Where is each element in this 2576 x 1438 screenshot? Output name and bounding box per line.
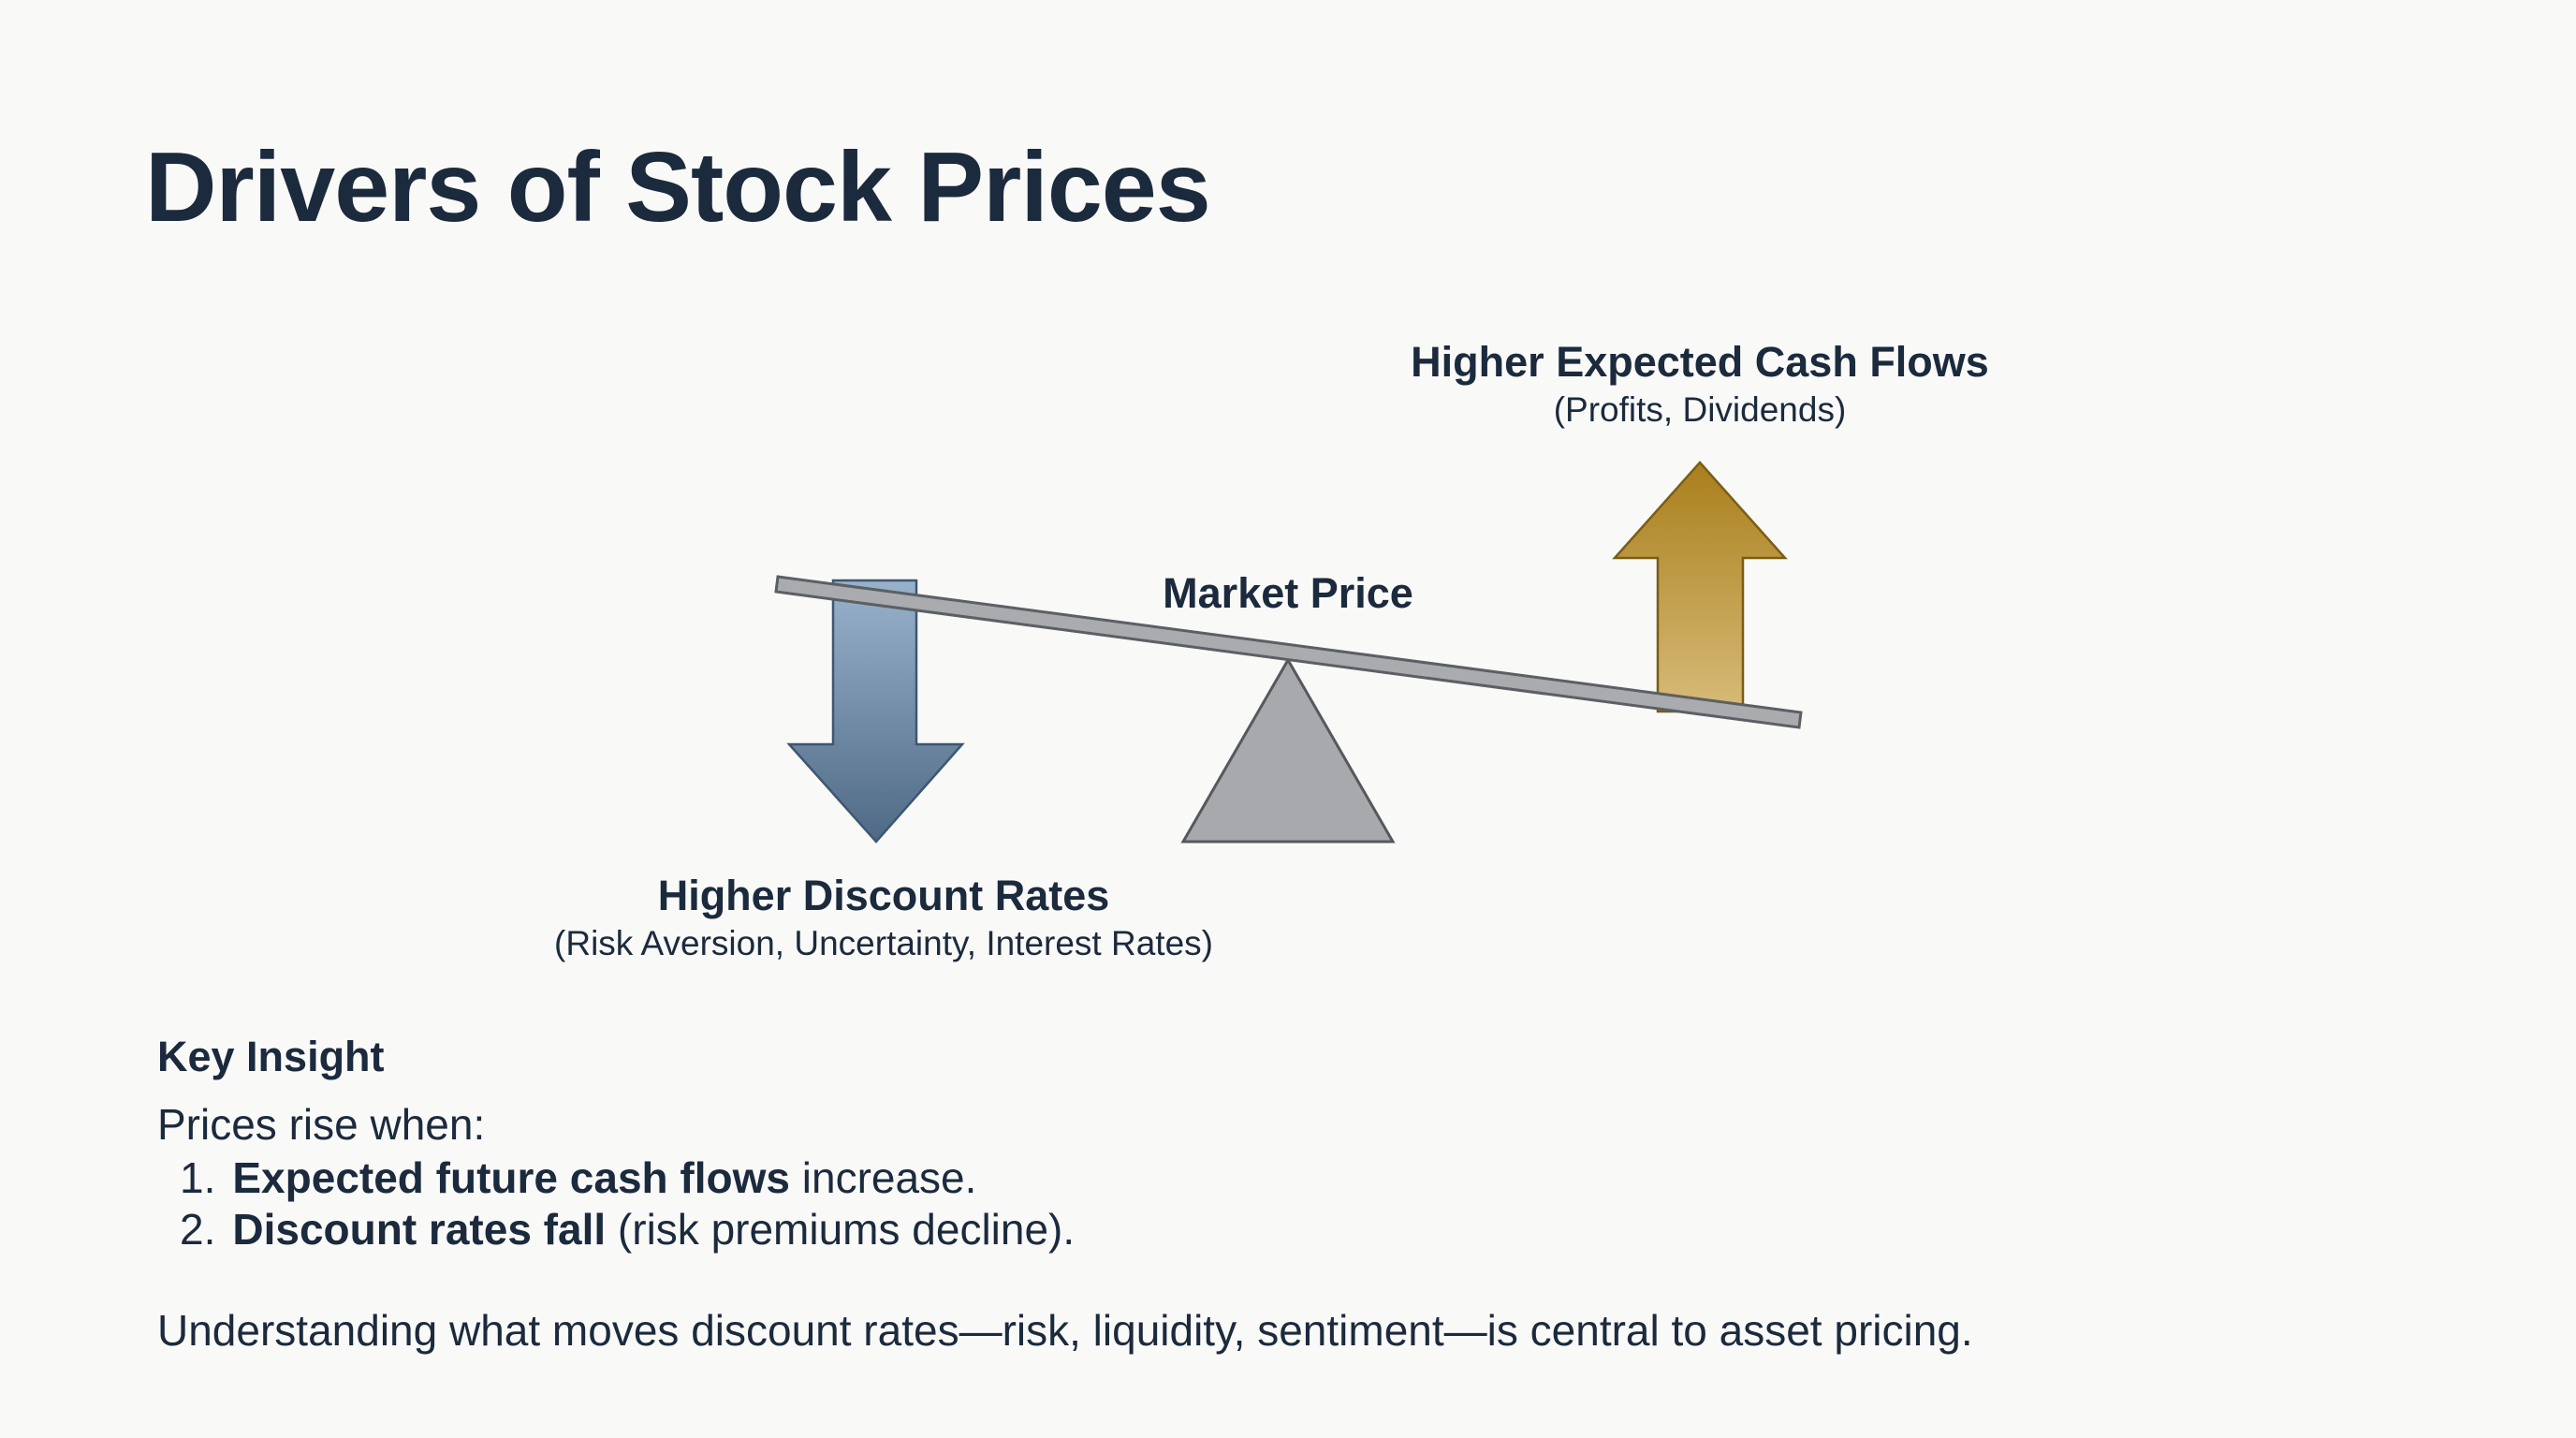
down-driver-title: Higher Discount Rates (657, 872, 1110, 919)
key-insight-heading: Key Insight (157, 1033, 385, 1080)
list-item-text: Expected future cash flows increase. (232, 1152, 976, 1204)
market-price-label: Market Price (1163, 569, 1413, 617)
up-driver-subtitle: (Profits, Dividends) (1553, 390, 1847, 429)
list-item-bold: Discount rates fall (232, 1205, 607, 1255)
arrow-up-icon (1612, 461, 1788, 713)
list-item: 1. Expected future cash flows increase. (157, 1152, 1075, 1204)
list-item-text: Discount rates fall (risk premiums decli… (232, 1204, 1075, 1255)
fulcrum-triangle-icon (1180, 656, 1396, 844)
down-driver-subtitle: (Risk Aversion, Uncertainty, Interest Ra… (554, 924, 1213, 962)
list-item-rest: (risk premiums decline). (606, 1205, 1076, 1255)
closing-statement: Understanding what moves discount rates—… (157, 1306, 1973, 1355)
arrow-down-icon (786, 579, 965, 844)
list-item-bold: Expected future cash flows (232, 1153, 790, 1203)
slide-title: Drivers of Stock Prices (145, 132, 1211, 242)
list-item: 2. Discount rates fall (risk premiums de… (157, 1204, 1075, 1255)
key-insight-intro: Prices rise when: (157, 1100, 486, 1149)
list-item-rest: increase. (789, 1153, 977, 1203)
down-driver-label: Higher Discount Rates (Risk Aversion, Un… (554, 871, 1213, 966)
key-insight-section: Key Insight Prices rise when: 1. Expecte… (157, 1032, 1075, 1256)
seesaw-beam (774, 575, 1803, 729)
up-driver-title: Higher Expected Cash Flows (1411, 338, 1989, 386)
up-driver-label: Higher Expected Cash Flows (Profits, Div… (1411, 337, 1989, 433)
list-item-number: 2. (180, 1205, 216, 1255)
list-item-number: 1. (180, 1153, 216, 1203)
key-insight-list: 1. Expected future cash flows increase. … (157, 1152, 1075, 1255)
